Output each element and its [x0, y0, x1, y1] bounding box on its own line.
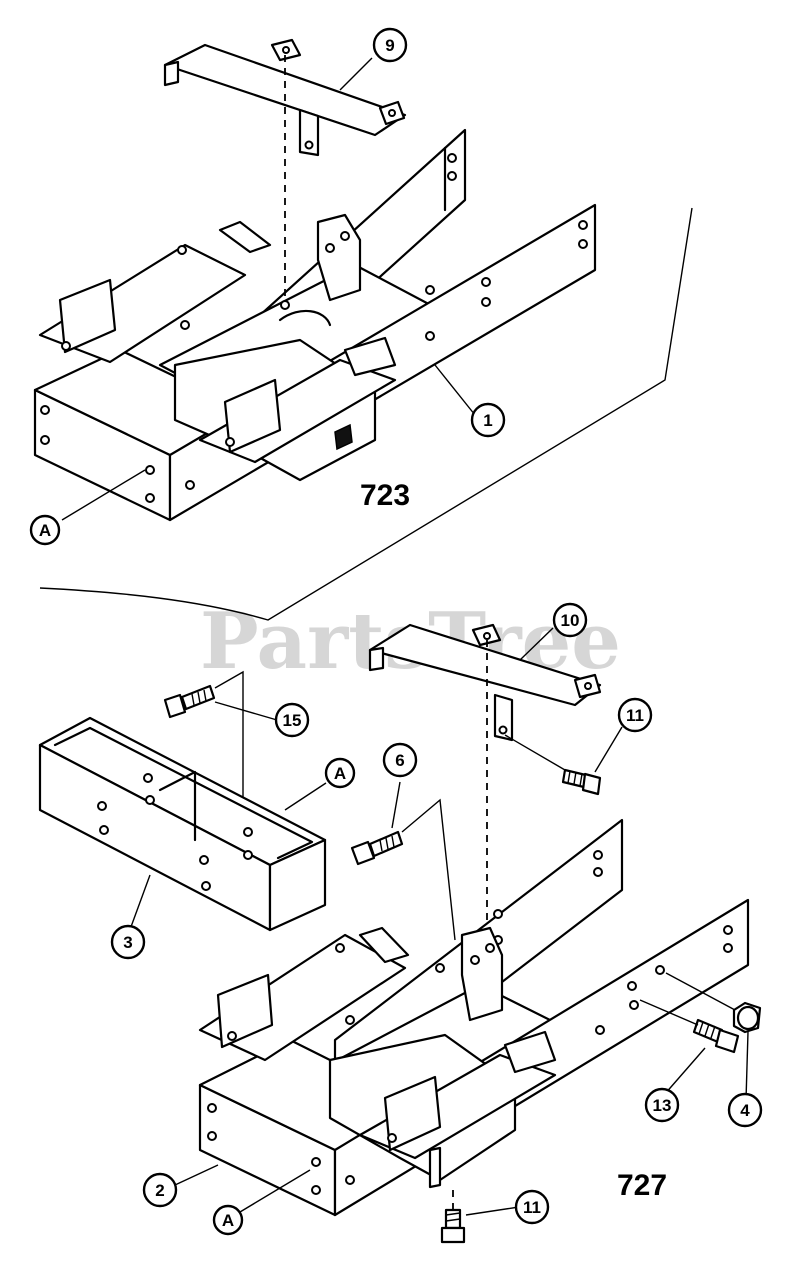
callout-cA1: A [29, 514, 61, 546]
frame-727 [198, 818, 750, 1217]
callout-c11b: 11 [514, 1189, 550, 1225]
bolt-11-lower [440, 1208, 466, 1244]
callout-circle [372, 27, 408, 63]
bracket-9 [163, 38, 407, 157]
callout-circle [382, 742, 418, 778]
weight-box-3 [38, 716, 327, 932]
callout-label: 11 [523, 1198, 541, 1217]
callout-label: 6 [395, 751, 404, 770]
callout-label: A [39, 521, 51, 540]
callout-label: 11 [626, 706, 644, 725]
bolt-11-upper [561, 768, 602, 796]
bracket-10 [368, 623, 602, 742]
callout-c9: 9 [372, 27, 408, 63]
frame-723 [33, 128, 597, 522]
callout-circle [212, 1204, 244, 1236]
plug-4 [732, 1001, 762, 1034]
callout-c4: 4 [727, 1092, 763, 1128]
bolt-15 [163, 684, 216, 719]
callout-label: 2 [155, 1181, 164, 1200]
callout-label: 1 [483, 411, 492, 430]
callout-label: 10 [561, 611, 580, 630]
callout-circle [727, 1092, 763, 1128]
callout-label: 3 [123, 933, 132, 952]
callout-circle [110, 924, 146, 960]
callout-circle [644, 1087, 680, 1123]
callout-label: 9 [385, 36, 394, 55]
callout-c10: 10 [552, 602, 588, 638]
callout-c15: 15 [274, 702, 310, 738]
callout-c13: 13 [644, 1087, 680, 1123]
callout-c11a: 11 [617, 697, 653, 733]
callout-label: 13 [653, 1096, 672, 1115]
callout-c1: 1 [470, 402, 506, 438]
model-label-723: 723 [360, 479, 410, 512]
callout-circle [617, 697, 653, 733]
callout-circle [324, 757, 356, 789]
callout-label: 4 [740, 1101, 750, 1120]
callout-c2: 2 [142, 1172, 178, 1208]
callout-circle [142, 1172, 178, 1208]
callout-label: A [222, 1211, 234, 1230]
callout-circle [29, 514, 61, 546]
bolt-6 [350, 830, 404, 866]
callout-c3: 3 [110, 924, 146, 960]
callout-c6: 6 [382, 742, 418, 778]
bolt-13 [692, 1018, 740, 1054]
callout-label: 15 [283, 711, 302, 730]
callout-label: A [334, 764, 346, 783]
callout-circle [274, 702, 310, 738]
callout-circle [514, 1189, 550, 1225]
divider-line [39, 207, 693, 621]
model-label-727: 727 [617, 1169, 667, 1202]
callout-circle [470, 402, 506, 438]
callout-cA3: A [212, 1204, 244, 1236]
callout-circle [552, 602, 588, 638]
callout-cA2: A [324, 757, 356, 789]
